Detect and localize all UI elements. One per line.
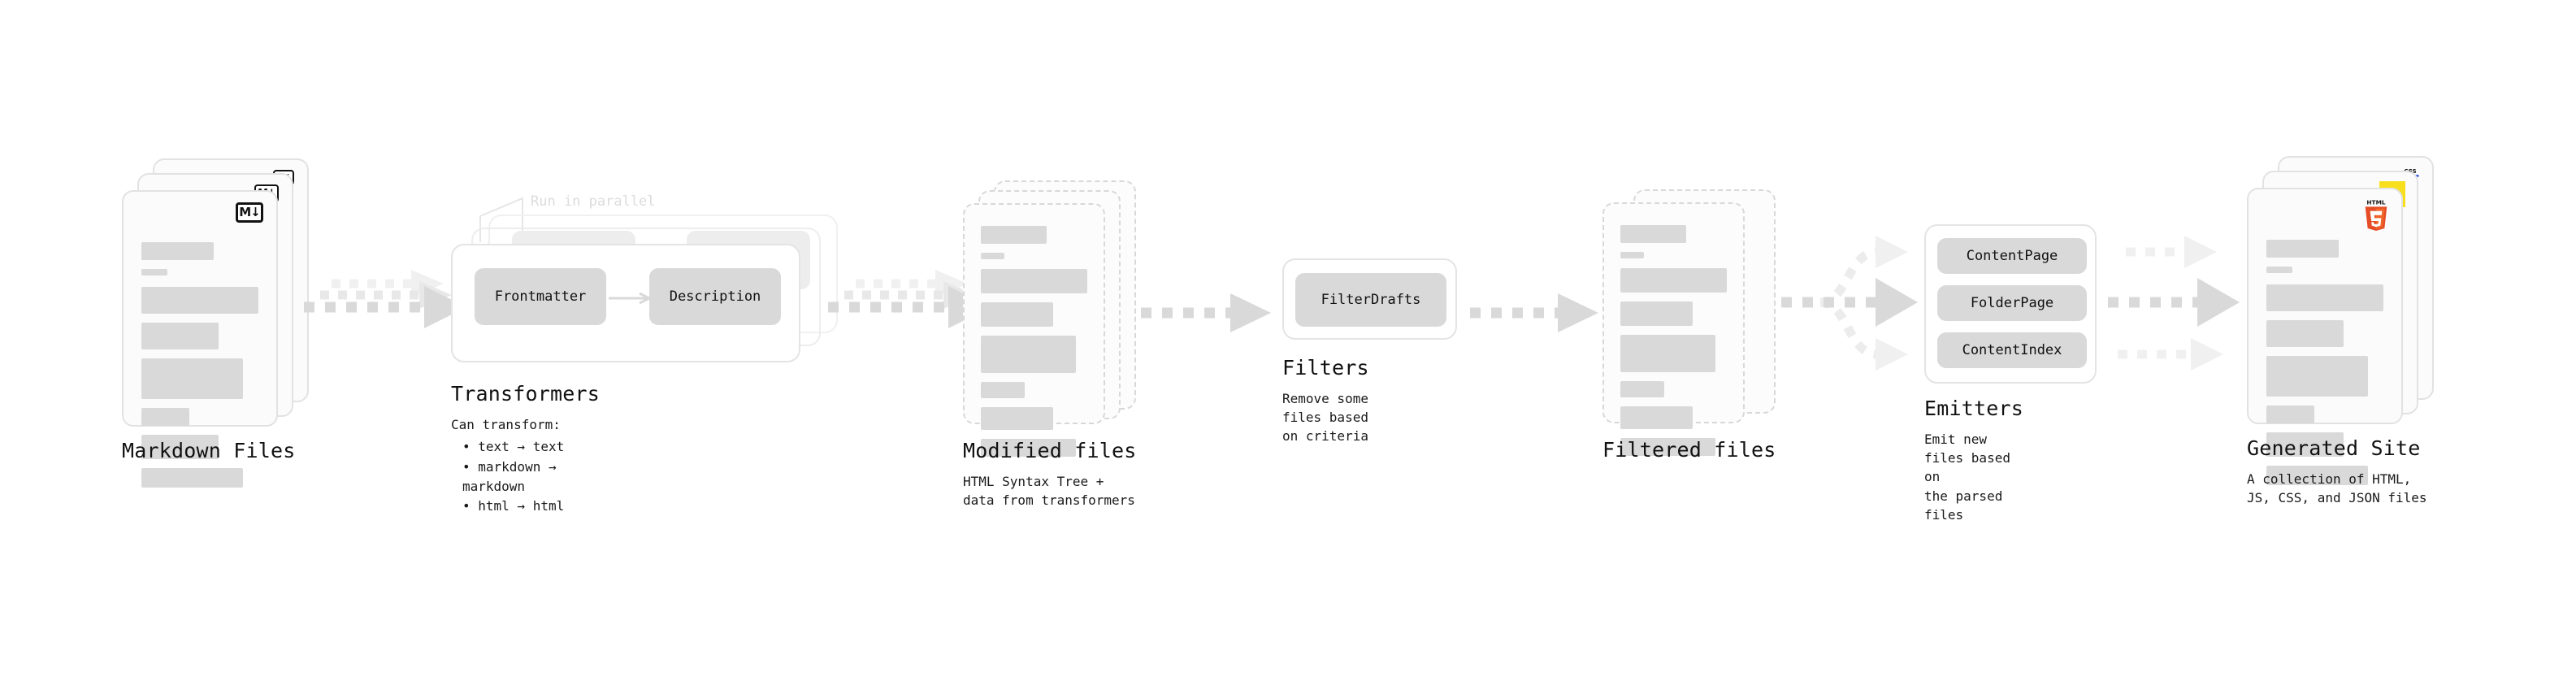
document-card-front: HTML — [2247, 188, 2403, 485]
markdown-badge: M↓ — [236, 202, 263, 223]
annotation-run-in-parallel: Run in parallel — [531, 193, 656, 210]
document-skeleton — [1620, 225, 1727, 465]
stage-markdown-files: M↓ M↓ M↓ M — [122, 158, 309, 488]
skeleton-line — [981, 336, 1076, 373]
skeleton-line — [1620, 301, 1693, 326]
skeleton-line — [981, 439, 1076, 457]
skeleton-line — [141, 358, 244, 399]
caption-transformers: Transformers Can transform: text → text … — [451, 382, 600, 516]
connector-modified-to-filters — [1138, 288, 1284, 337]
skeleton-line — [1620, 406, 1693, 429]
document-skeleton — [141, 242, 258, 497]
list-item: text → text — [451, 437, 600, 457]
list-item: markdown → markdown — [451, 458, 600, 497]
document-card-front — [1602, 202, 1745, 456]
skeleton-line — [141, 287, 258, 314]
caption-modified-files: Modified files HTML Syntax Tree + data f… — [963, 439, 1137, 510]
skeleton-line — [1620, 268, 1727, 293]
skeleton-line — [2266, 356, 2369, 397]
plugin-pill-contentpage[interactable]: ContentPage — [1937, 238, 2087, 274]
skeleton-line — [2266, 240, 2340, 258]
modified-file-stack — [963, 180, 1138, 457]
skeleton-line — [981, 253, 1004, 259]
stage-title: Generated Site — [2247, 436, 2421, 460]
connector-md-to-transformers — [301, 268, 471, 354]
skeleton-line — [141, 269, 167, 275]
dotted-arrow-icon — [1141, 293, 1271, 332]
document-skeleton — [981, 226, 1087, 466]
markdown-file-stack: M↓ M↓ M↓ — [122, 158, 309, 488]
skeleton-line — [2266, 320, 2344, 347]
caption-emitters: Emitters Emit new files based on the par… — [1924, 397, 2023, 524]
stage-title: Markdown Files — [122, 439, 296, 462]
skeleton-line — [981, 407, 1054, 430]
skeleton-line — [981, 302, 1054, 327]
svg-text:HTML: HTML — [2366, 198, 2386, 206]
stage-subtitle: Can transform: — [451, 417, 561, 432]
skeleton-line — [981, 226, 1047, 244]
stage-title: Transformers — [451, 382, 601, 406]
skeleton-line — [1620, 335, 1715, 372]
skeleton-line — [2266, 267, 2292, 273]
skeleton-line — [2266, 284, 2383, 311]
stage-subtitle: HTML Syntax Tree + data from transformer… — [963, 474, 1135, 509]
skeleton-line — [2266, 466, 2369, 485]
skeleton-line — [141, 242, 215, 260]
caption-filtered-files: Filtered files — [1602, 438, 1776, 462]
document-card-front — [963, 203, 1105, 457]
stage-modified-files: Modified files HTML Syntax Tree + data f… — [963, 180, 1138, 508]
skeleton-line — [2266, 406, 2315, 423]
plugin-pill-contentindex[interactable]: ContentIndex — [1937, 332, 2087, 368]
skeleton-line — [1620, 438, 1715, 456]
stage-title: Filters — [1282, 356, 1369, 380]
stage-title: Emitters — [1924, 397, 2024, 420]
skeleton-line — [1620, 225, 1687, 243]
skeleton-line — [141, 323, 219, 349]
skeleton-line — [141, 435, 219, 459]
html5-icon: HTML — [2365, 198, 2387, 231]
document-skeleton — [2266, 240, 2383, 494]
stage-subtitle: Emit new files based on the parsed files — [1924, 432, 2010, 523]
emitter-box: ContentPage FolderPage ContentIndex — [1924, 224, 2097, 384]
triple-stacked-dotted-arrow-icon — [304, 270, 466, 328]
plugin-connector-arrow-icon — [609, 292, 653, 305]
skeleton-line — [1620, 252, 1644, 258]
caption-markdown-files: Markdown Files — [122, 439, 296, 462]
skeleton-line — [981, 269, 1087, 293]
transformer-box-front: Frontmatter Description — [451, 244, 800, 362]
list-item: html → html — [451, 497, 600, 516]
dotted-arrow-icon — [1470, 293, 1598, 332]
connector-emitters-to-site — [2108, 232, 2262, 375]
connector-filters-to-filtered — [1467, 288, 1613, 337]
stage-title: Filtered files — [1602, 438, 1776, 462]
fan-out-dotted-arrow-icon — [1781, 236, 1918, 371]
caption-generated-site: Generated Site A collection of HTML, JS,… — [2247, 436, 2427, 507]
skeleton-line — [141, 468, 244, 488]
filter-box: FilterDrafts — [1282, 258, 1457, 340]
stage-subtitle: A collection of HTML, JS, CSS, and JSON … — [2247, 471, 2427, 506]
filtered-file-stack — [1602, 189, 1777, 456]
html5-badge: HTML — [2362, 197, 2390, 232]
skeleton-line — [141, 408, 190, 426]
plugin-pill-description[interactable]: Description — [649, 268, 781, 325]
plugin-pill-filterdrafts[interactable]: FilterDrafts — [1295, 273, 1446, 327]
document-card-front: M↓ — [122, 190, 278, 488]
plugin-pill-frontmatter[interactable]: Frontmatter — [475, 268, 606, 325]
skeleton-line — [981, 382, 1025, 398]
skeleton-line — [2266, 432, 2344, 457]
stage-generated-site: CSS JS HTML — [2247, 156, 2434, 505]
stage-title: Modified files — [963, 439, 1137, 462]
stage-filtered-files: Filtered files — [1602, 189, 1777, 462]
transform-capability-list: text → text markdown → markdown html → h… — [451, 437, 600, 516]
stage-subtitle: Remove some files based on criteria — [1282, 391, 1368, 445]
plugin-pill-folderpage[interactable]: FolderPage — [1937, 285, 2087, 321]
generated-site-file-stack: CSS JS HTML — [2247, 156, 2434, 485]
connector-filtered-to-emitters — [1778, 232, 1928, 375]
skeleton-line — [1620, 381, 1664, 397]
caption-filters: Filters Remove some files based on crite… — [1282, 356, 1369, 446]
three-parallel-dotted-arrows-icon — [2108, 236, 2240, 371]
run-in-parallel-leader-line — [479, 197, 523, 242]
